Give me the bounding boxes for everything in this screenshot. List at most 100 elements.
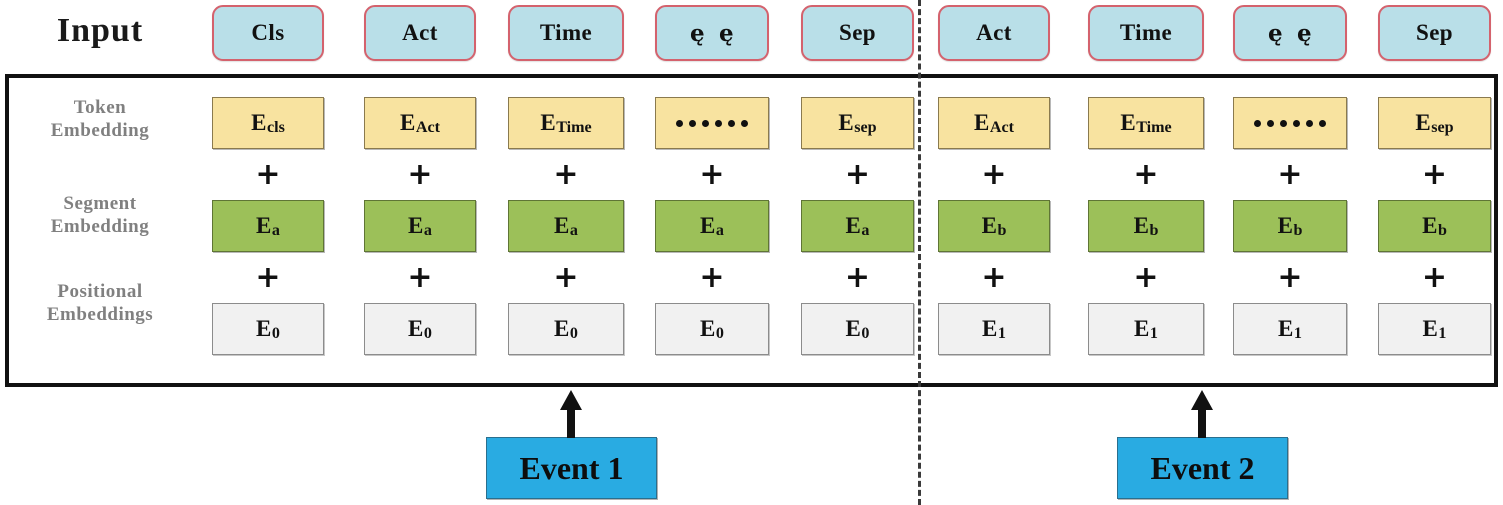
input-token-chip-6[interactable]: Time: [1088, 5, 1204, 61]
plus-icon-segment-positional-0: +: [255, 260, 281, 295]
positional-embedding-box-0[interactable]: E0: [212, 303, 324, 355]
token-embedding-box-2[interactable]: ETime: [508, 97, 624, 149]
input-token-label: Time: [539, 20, 593, 45]
plus-icon-segment-positional-1: +: [407, 260, 433, 295]
token-embedding-label-line2: Embedding: [50, 120, 150, 142]
plus-icon-token-segment-6: +: [1133, 157, 1159, 192]
segment-embedding-box-8[interactable]: Eb: [1378, 200, 1491, 252]
plus-icon-token-segment-0: +: [255, 157, 281, 192]
positional-embeddings-label-line2: Embeddings: [46, 304, 154, 326]
segment-embedding-box-3[interactable]: Ea: [655, 200, 769, 252]
input-token-label: Sep: [1416, 20, 1453, 45]
positional-embedding-box-5[interactable]: E1: [938, 303, 1050, 355]
token-embedding-box-3[interactable]: [655, 97, 769, 149]
positional-embedding-label: E0: [554, 316, 578, 342]
input-token-label: Act: [976, 20, 1012, 45]
input-token-chip-0[interactable]: Cls: [212, 5, 324, 61]
embedding-frame: [5, 74, 1498, 387]
token-ellipsis-dots-icon: [1254, 119, 1326, 127]
positional-embedding-box-2[interactable]: E0: [508, 303, 624, 355]
plus-icon-segment-positional-3: +: [699, 260, 725, 295]
segment-embedding-box-2[interactable]: Ea: [508, 200, 624, 252]
plus-icon-segment-positional-4: +: [844, 260, 871, 295]
segment-embedding-label: Ea: [256, 213, 280, 239]
plus-icon-token-segment-7: +: [1277, 157, 1303, 192]
segment-embedding-label: Eb: [1133, 213, 1159, 239]
segment-divider-dashed-line: [918, 0, 921, 505]
plus-icon-token-segment-3: +: [699, 157, 725, 192]
input-token-label: Sep: [839, 20, 876, 45]
token-embedding-box-0[interactable]: Ecls: [212, 97, 324, 149]
positional-embedding-box-7[interactable]: E1: [1233, 303, 1347, 355]
plus-icon-segment-positional-8: +: [1421, 260, 1448, 295]
input-token-chip-4[interactable]: Sep: [801, 5, 914, 61]
positional-embedding-label: E1: [1422, 316, 1447, 342]
token-embedding-row-label: Token Embedding: [0, 96, 200, 142]
positional-embedding-label: E0: [408, 316, 432, 342]
plus-icon-token-segment-8: +: [1421, 157, 1448, 192]
input-token-label: Time: [1119, 20, 1173, 45]
token-ellipsis-dots-icon: [676, 119, 748, 127]
segment-embedding-box-1[interactable]: Ea: [364, 200, 476, 252]
event-box-1[interactable]: Event 1: [486, 437, 657, 499]
token-embedding-box-1[interactable]: EAct: [364, 97, 476, 149]
segment-embedding-label: Eb: [1277, 213, 1303, 239]
plus-icon-token-segment-4: +: [844, 157, 871, 192]
token-embedding-box-8[interactable]: Esep: [1378, 97, 1491, 149]
input-token-chip-1[interactable]: Act: [364, 5, 476, 61]
positional-embedding-box-6[interactable]: E1: [1088, 303, 1204, 355]
segment-embedding-box-5[interactable]: Eb: [938, 200, 1050, 252]
segment-embedding-label: Ea: [845, 213, 870, 239]
token-embedding-box-7[interactable]: [1233, 97, 1347, 149]
plus-icon-segment-positional-5: +: [981, 260, 1007, 295]
event-arrow-up-icon-1: [558, 390, 584, 438]
token-embedding-box-6[interactable]: ETime: [1088, 97, 1204, 149]
plus-icon-token-segment-5: +: [981, 157, 1007, 192]
plus-icon-segment-positional-2: +: [553, 260, 579, 295]
token-embedding-label: Esep: [1415, 110, 1454, 136]
event-label: Event 2: [1150, 449, 1255, 486]
token-embedding-label: Esep: [838, 110, 877, 136]
positional-embedding-label: E0: [700, 316, 724, 342]
event-arrow-up-icon-2: [1189, 390, 1215, 438]
segment-embedding-box-4[interactable]: Ea: [801, 200, 914, 252]
segment-embedding-label-line1: Segment: [63, 193, 137, 214]
positional-embedding-box-3[interactable]: E0: [655, 303, 769, 355]
plus-icon-segment-positional-7: +: [1277, 260, 1303, 295]
segment-embedding-box-6[interactable]: Eb: [1088, 200, 1204, 252]
token-embedding-label: ETime: [540, 110, 592, 136]
positional-embedding-label: E0: [256, 316, 280, 342]
segment-embedding-box-0[interactable]: Ea: [212, 200, 324, 252]
input-token-chip-8[interactable]: Sep: [1378, 5, 1491, 61]
event-label: Event 1: [519, 449, 624, 486]
positional-embeddings-row-label: Positional Embeddings: [0, 280, 200, 326]
positional-embedding-label: E1: [1134, 316, 1158, 342]
plus-icon-token-segment-1: +: [407, 157, 433, 192]
input-token-chip-2[interactable]: Time: [508, 5, 624, 61]
token-embedding-label: Ecls: [251, 110, 285, 136]
segment-embedding-label-line2: Embedding: [50, 216, 150, 238]
token-embedding-label: ETime: [1120, 110, 1172, 136]
positional-embedding-label: E0: [845, 316, 870, 342]
positional-embedding-box-8[interactable]: E1: [1378, 303, 1491, 355]
positional-embedding-label: E1: [982, 316, 1006, 342]
token-embedding-box-4[interactable]: Esep: [801, 97, 914, 149]
token-embedding-box-5[interactable]: EAct: [938, 97, 1050, 149]
segment-embedding-box-7[interactable]: Eb: [1233, 200, 1347, 252]
segment-embedding-label: Eb: [1422, 213, 1447, 239]
segment-embedding-label: Ea: [554, 213, 578, 239]
input-row-label: Input: [56, 12, 144, 49]
positional-embedding-box-1[interactable]: E0: [364, 303, 476, 355]
token-embedding-label: EAct: [974, 110, 1014, 136]
positional-embeddings-label-line1: Positional: [57, 281, 143, 302]
input-token-label: Cls: [251, 20, 285, 45]
token-embedding-label-line1: Token: [73, 97, 127, 118]
event-box-2[interactable]: Event 2: [1117, 437, 1288, 499]
positional-embedding-box-4[interactable]: E0: [801, 303, 914, 355]
input-token-chip-5[interactable]: Act: [938, 5, 1050, 61]
positional-embedding-label: E1: [1278, 316, 1302, 342]
